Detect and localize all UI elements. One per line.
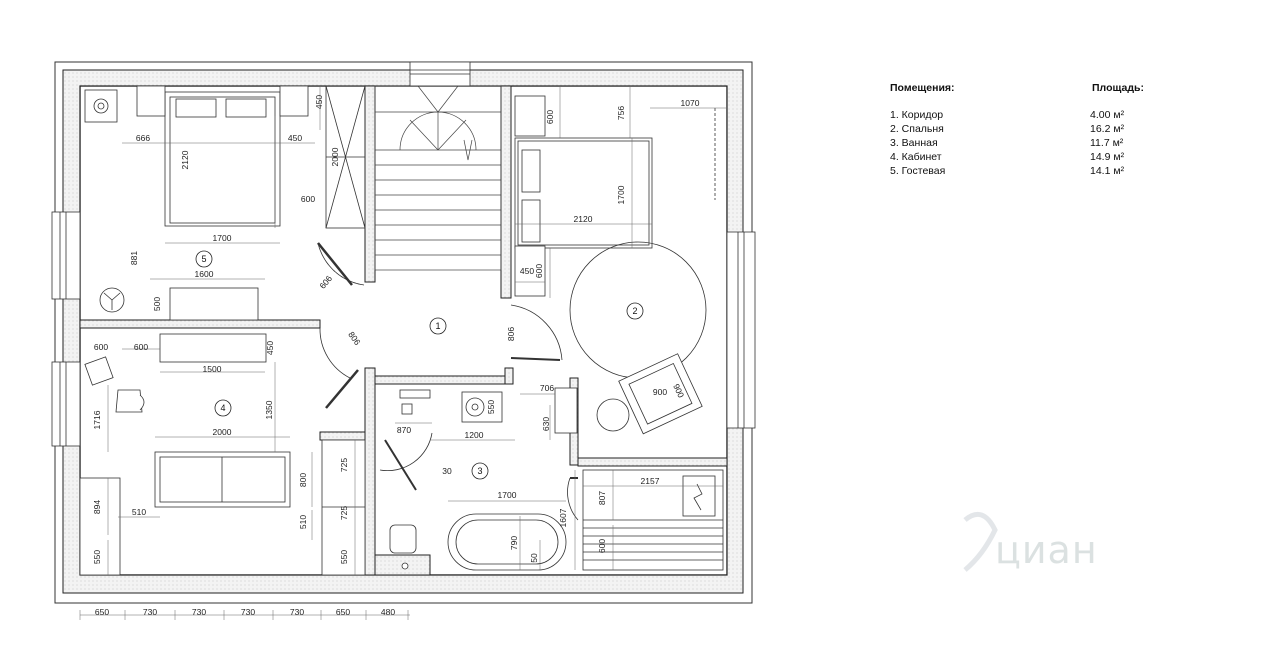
dim-bottom-4: 730 [241,607,255,617]
dim-guest-1700: 1700 [213,233,232,243]
dim-bed-2120: 2120 [574,214,593,224]
dim-bottom-7: 480 [381,607,395,617]
dim-office-450: 450 [265,341,275,355]
dim-bottom-5: 730 [290,607,304,617]
dim-office-725-b: 725 [339,506,349,520]
dim-office-600-b: 600 [134,342,148,352]
dim-bath-870: 870 [397,425,411,435]
legend-room-area: 11.7 м² [1090,137,1124,149]
dim-sauna-2157: 2157 [641,476,660,486]
dim-guest-606: 606 [317,273,334,291]
legend-room-area: 16.2 м² [1090,123,1125,135]
dim-bed-450: 450 [520,266,534,276]
dim-guest-2000: 2000 [330,147,340,166]
dim-bath-630: 630 [541,417,551,431]
interior-walls [79,85,728,576]
dim-corridor-806-b: 806 [506,327,516,341]
dim-bed-600-a: 600 [545,110,555,124]
room-number-5: 5 [201,254,206,264]
office-furniture [79,333,366,576]
dim-bottom-3: 730 [192,607,206,617]
doors [317,242,579,521]
dim-guest-1600: 1600 [195,269,214,279]
dim-bottom-1: 650 [95,607,109,617]
dim-guest-666: 666 [136,133,150,143]
room-number-4: 4 [220,403,225,413]
legend-area-header: Площадь: [1092,82,1144,94]
dim-bath-790: 790 [509,536,519,550]
dim-guest-500: 500 [152,297,162,311]
room-markers [195,250,644,480]
dim-bed-900-a: 900 [653,387,667,397]
dim-guest-600: 600 [301,194,315,204]
dim-office-510-a: 510 [132,507,146,517]
dim-guest-881: 881 [129,251,139,265]
legend-row: 3. Ванная 11.7 м² [890,136,1140,150]
dim-office-600-a: 600 [94,342,108,352]
guest-desk [99,287,259,321]
dim-office-1500: 1500 [203,364,222,374]
dim-guest-450-v: 450 [314,95,324,109]
legend-row: 4. Кабинет 14.9 м² [890,150,1140,164]
room-number-2: 2 [632,306,637,316]
dim-bath-1200: 1200 [465,430,484,440]
dim-office-550-a: 550 [92,550,102,564]
dim-sauna-807: 807 [597,491,607,505]
legend-room-name: 5. Гостевая [890,165,946,177]
sauna [582,469,724,571]
dim-office-800: 800 [298,473,308,487]
staircase [374,85,502,271]
dim-bath-30: 30 [442,466,452,476]
guest-wardrobe [325,85,366,229]
dim-office-894: 894 [92,500,102,514]
dim-office-550-b: 550 [339,550,349,564]
dim-bath-550: 550 [486,400,496,414]
dimension-lines [79,86,727,620]
legend-room-area: 14.1 м² [1090,165,1125,177]
dim-guest-450-h: 450 [288,133,302,143]
bath-fixtures [389,387,578,571]
dim-office-1716: 1716 [92,410,102,429]
dim-office-1350: 1350 [264,400,274,419]
dim-bed-756: 756 [616,106,626,120]
legend-header: Помещения: Площадь: [890,82,1148,94]
dim-bottom-6: 650 [336,607,350,617]
room-legend: Помещения: Площадь: 1. Коридор 4.00 м² 2… [890,82,1160,178]
legend-rooms-header: Помещения: [890,82,955,94]
dim-bed-1700: 1700 [616,185,626,204]
dim-sauna-600: 600 [597,539,607,553]
dim-guest-2120: 2120 [180,150,190,169]
cian-watermark-icon [963,511,998,572]
dim-office-2000: 2000 [213,427,232,437]
dim-bottom-2: 730 [143,607,157,617]
dim-bed-1070: 1070 [681,98,700,108]
legend-room-name: 1. Коридор [890,109,944,121]
legend-row: 1. Коридор 4.00 м² [890,108,1140,122]
legend-room-area: 4.00 м² [1090,109,1125,121]
legend-room-area: 14.9 м² [1090,151,1125,163]
legend-room-name: 4. Кабинет [890,151,942,163]
dim-office-725-a: 725 [339,458,349,472]
dim-bath-50: 50 [529,553,539,563]
legend-row: 2. Спальня 16.2 м² [890,122,1140,136]
dim-office-510-b: 510 [298,515,308,529]
room-number-3: 3 [477,466,482,476]
dim-corridor-806-a: 806 [346,330,362,348]
dim-bath-1700: 1700 [498,490,517,500]
legend-row: 5. Гостевая 14.1 м² [890,164,1140,178]
dim-bath-1607: 1607 [558,508,568,527]
legend-room-name: 2. Спальня [890,123,944,135]
room-number-1: 1 [435,321,440,331]
guest-bed [84,85,309,227]
dim-bath-706: 706 [540,383,554,393]
bedroom-furniture [514,95,716,435]
watermark-text: циан [995,528,1098,572]
legend-room-name: 3. Ванная [890,137,938,149]
windows [51,61,756,447]
dim-bed-600-b: 600 [534,264,544,278]
